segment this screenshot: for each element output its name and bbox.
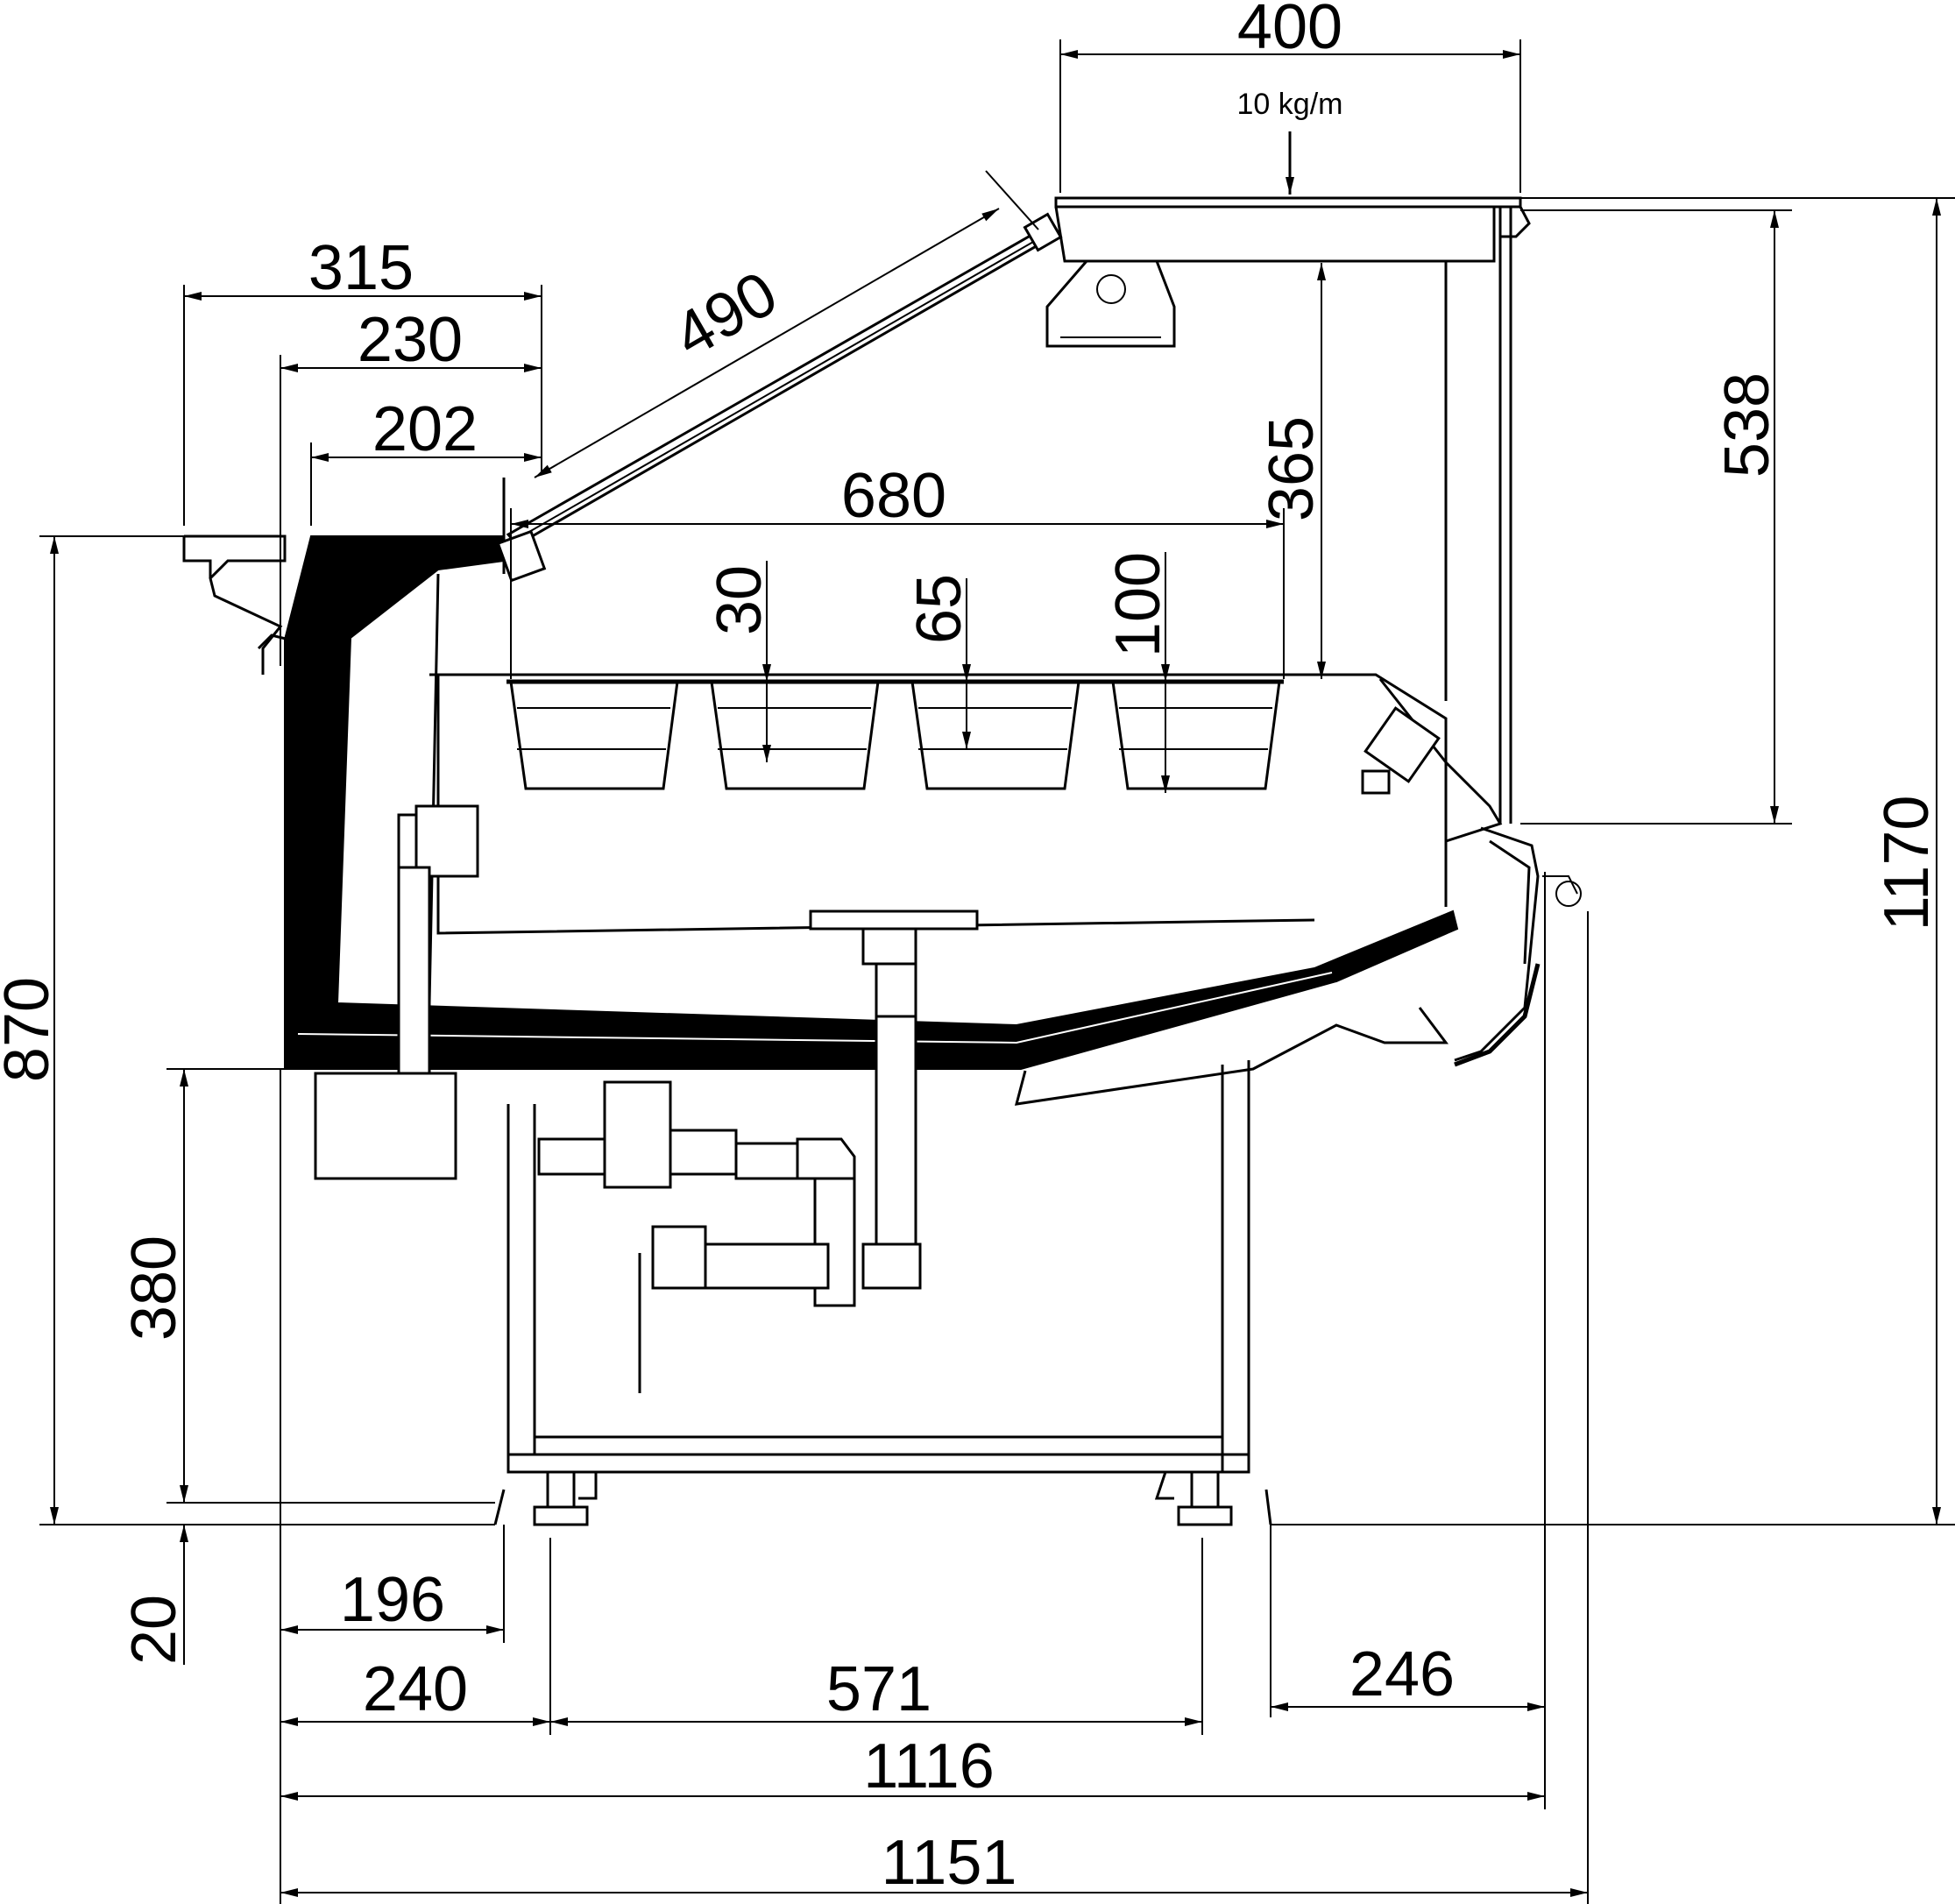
dim-196: 196 (340, 1565, 445, 1635)
dim-380: 380 (119, 1235, 189, 1341)
dim-1170: 1170 (1872, 796, 1942, 931)
insulated-rear-wall (284, 535, 1459, 1070)
top-shelf (1045, 196, 1531, 824)
trays (506, 679, 1284, 790)
dim-30: 30 (705, 565, 775, 635)
condensing-unit (603, 1080, 672, 1189)
stand (493, 1060, 1272, 1526)
dim-240: 240 (363, 1654, 468, 1724)
dim-400: 400 (1237, 0, 1342, 62)
dim-680: 680 (841, 461, 946, 531)
front-unit (1361, 678, 1582, 1067)
tray-3 (910, 680, 1080, 790)
tray-4 (1111, 680, 1281, 790)
dim-571: 571 (826, 1654, 931, 1724)
dim-246: 246 (1349, 1639, 1455, 1709)
front-glass (496, 212, 1063, 583)
dim-315: 315 (308, 233, 414, 303)
tray-1 (509, 680, 679, 790)
piping (314, 804, 979, 1393)
tray-2 (710, 680, 880, 790)
dimension-lines (39, 39, 1955, 1904)
dim-870: 870 (0, 977, 62, 1082)
dim-20: 20 (119, 1595, 189, 1665)
rear-shelf (182, 536, 212, 578)
cabinet-body (184, 478, 1459, 1106)
dim-1116: 1116 (863, 1731, 994, 1801)
dim-365: 365 (1257, 416, 1327, 521)
load-label: 10 kg/m (1237, 88, 1343, 121)
dim-1151: 1151 (882, 1828, 1017, 1898)
dim-490: 490 (662, 258, 789, 372)
dim-538: 538 (1712, 372, 1782, 478)
dim-230: 230 (358, 305, 463, 375)
dim-202: 202 (372, 394, 478, 464)
dim-100: 100 (1103, 552, 1173, 657)
dim-65: 65 (904, 574, 974, 644)
